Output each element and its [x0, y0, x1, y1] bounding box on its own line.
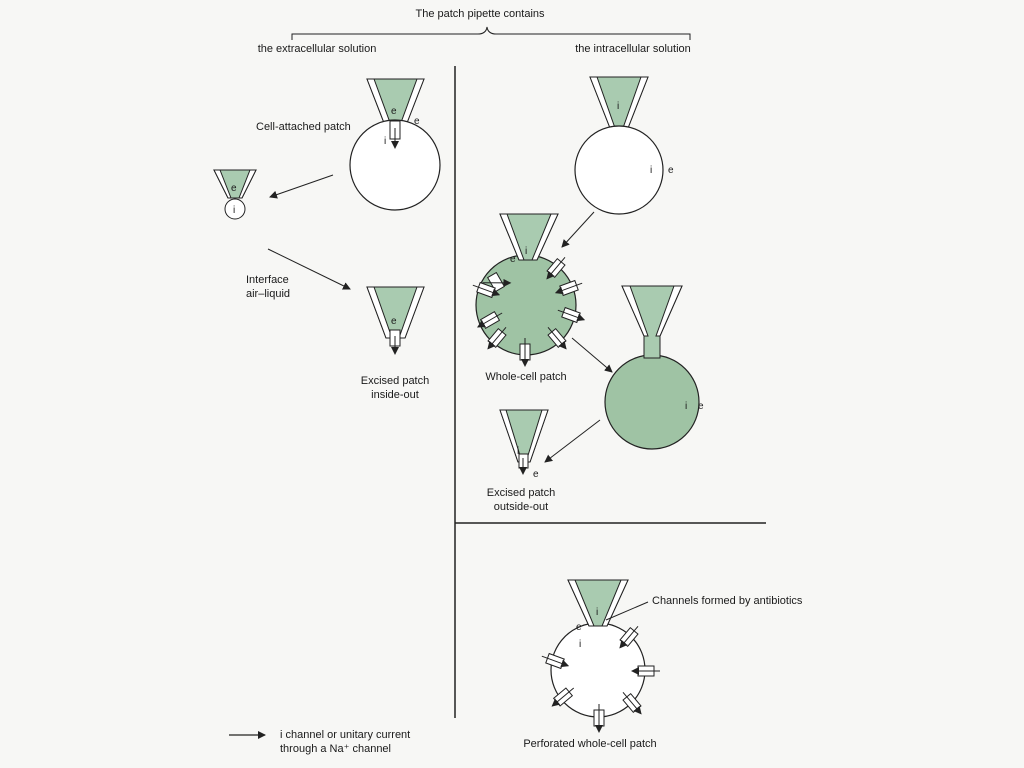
whole-cell-i: i [525, 246, 527, 257]
antibiotics-leader-line [605, 601, 649, 621]
cell-attached-e-outside: e [414, 116, 420, 127]
inside-out-pipette [366, 286, 425, 339]
legend-text-2: through a Na⁺ channel [280, 743, 391, 755]
antibiotics-label: Channels formed by antibiotics [652, 595, 803, 607]
vesicle-pipette [213, 169, 257, 199]
top-cell-e: e [668, 165, 674, 176]
cell-attached-label: Cell-attached patch [256, 121, 351, 133]
outside-out-label-2: outside-out [494, 501, 548, 513]
perforated-e: e [576, 622, 582, 633]
top-cell-pipette-i: i [617, 101, 619, 112]
vesicle-i: i [233, 205, 235, 216]
arrow-to-vesicle [269, 174, 334, 199]
interface-label-1: Interface [246, 274, 289, 286]
inside-out-label-1: Excised patch [361, 375, 429, 387]
perforated-channel [631, 665, 660, 677]
perforated-i: i [579, 639, 581, 650]
whole-cell-channel [477, 310, 503, 330]
pulled-cell-i: i [685, 401, 687, 412]
vesicle-e: e [231, 183, 237, 194]
cell-attached-i: i [384, 136, 386, 147]
pulled-cell-pipette [621, 285, 683, 359]
cell-attached-cell [349, 119, 441, 211]
arrow-to-whole-cell [561, 211, 595, 248]
perforated-channel [541, 652, 570, 670]
perforated-label: Perforated whole-cell patch [523, 738, 656, 750]
intracellular-cell-top [574, 125, 664, 215]
perforated-channel [593, 704, 605, 733]
whole-cell-channel [557, 306, 586, 324]
outside-out-i: i [517, 446, 519, 457]
whole-cell-channel [546, 256, 566, 280]
pulled-cell-e: e [698, 401, 704, 412]
perforated-channel [622, 691, 642, 715]
legend-text-1: i channel or unitary current [280, 729, 410, 741]
whole-cell-channel [519, 338, 531, 367]
whole-cell-label: Whole-cell patch [485, 371, 566, 383]
arrow-to-outside-out [544, 419, 601, 463]
left-heading: the extracellular solution [258, 43, 377, 55]
perforated-channel [551, 687, 575, 707]
perforated-pipette-i: i [596, 607, 598, 618]
right-heading: the intracellular solution [575, 43, 691, 55]
cell-attached-e-inside: e [391, 106, 397, 117]
perforated-pipette [567, 579, 629, 627]
perforated-channel [619, 625, 639, 649]
whole-cell-channel [554, 279, 583, 297]
arrow-to-pulled-cell [571, 337, 613, 373]
whole-cell-channel [547, 326, 567, 350]
top-cell-i: i [650, 165, 652, 176]
whole-cell-pipette [499, 213, 559, 261]
inside-out-label-2: inside-out [371, 389, 419, 401]
inside-out-e: e [391, 316, 397, 327]
header-brace [291, 26, 691, 40]
vesicle [224, 198, 246, 220]
arrow-to-inside-out [267, 248, 351, 290]
outside-out-label-1: Excised patch [487, 487, 555, 499]
outside-out-e: e [533, 469, 539, 480]
whole-cell-channel [487, 326, 507, 350]
whole-cell-channel [472, 281, 501, 299]
header-title: The patch pipette contains [415, 8, 545, 20]
whole-cell-e: e [510, 254, 516, 265]
cell-attached-pipette [366, 78, 425, 129]
interface-label-2: air–liquid [246, 288, 290, 300]
